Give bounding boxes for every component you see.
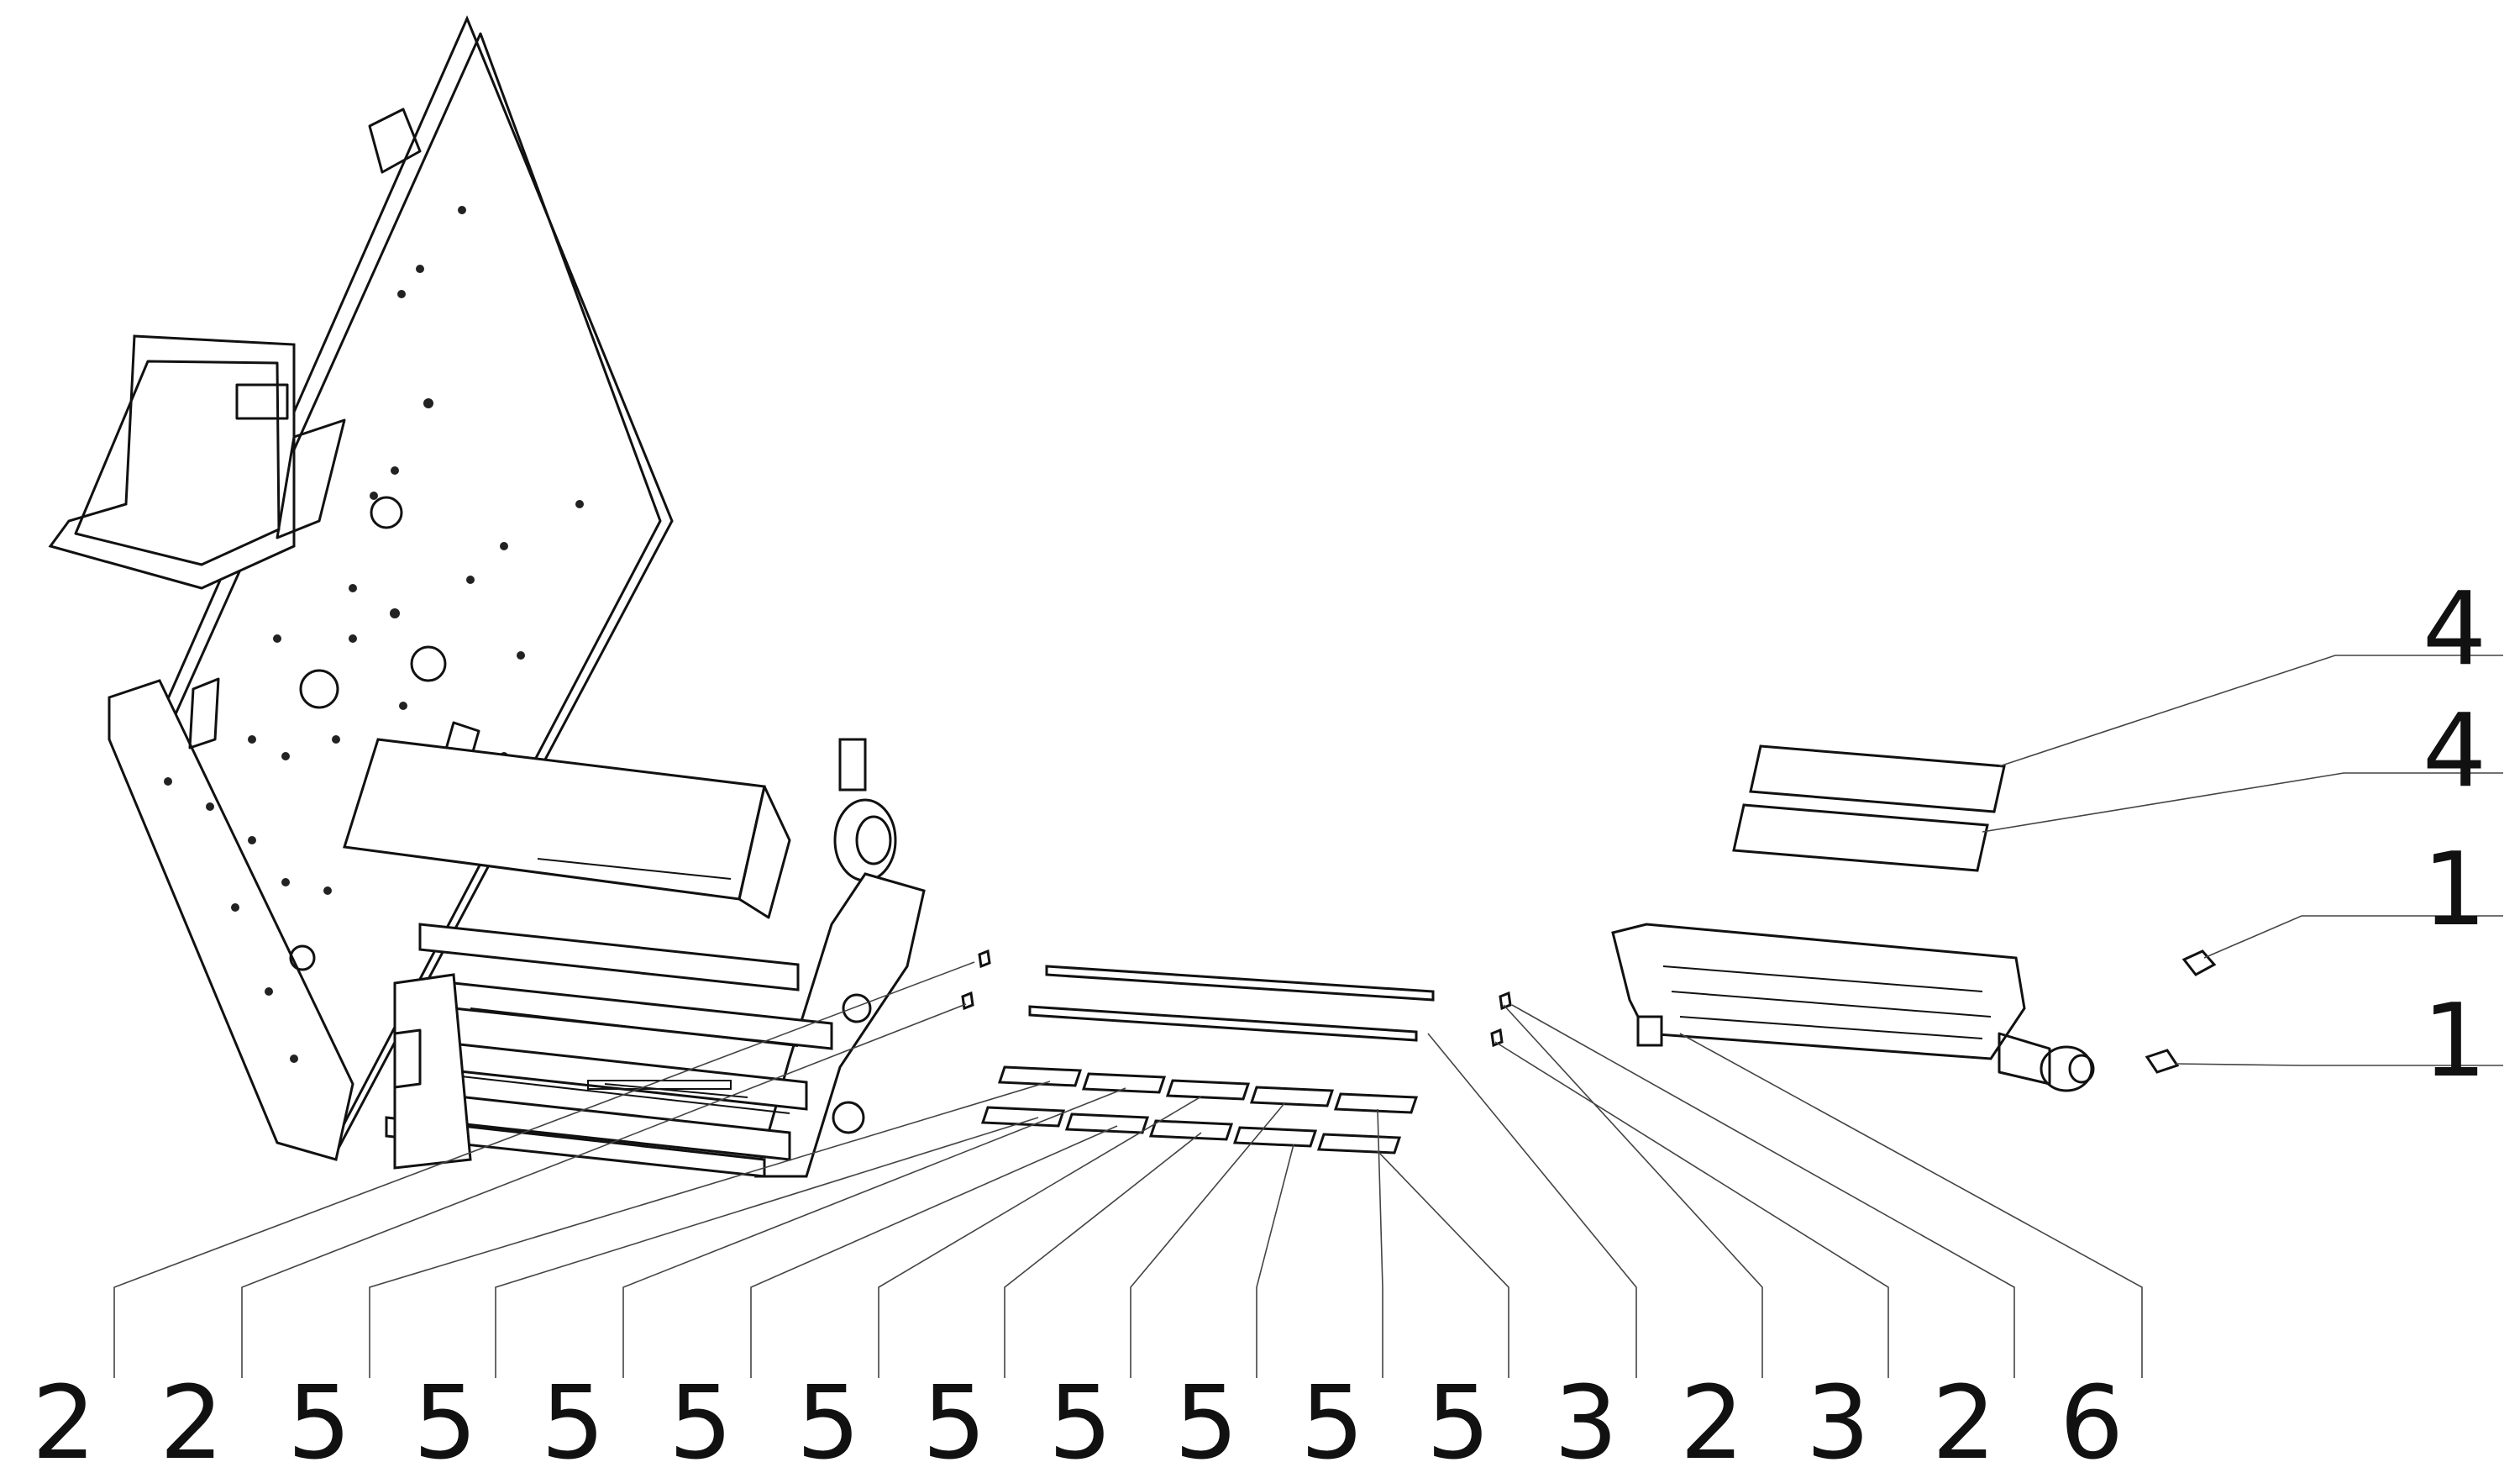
callout-bottom-17: 6: [2060, 1365, 2124, 1478]
long-shafts: [1028, 965, 1435, 1042]
callout-bottom-14: 2: [1680, 1365, 1744, 1478]
callout-right-2: 4: [2423, 693, 2486, 810]
bushing-blocks: [980, 1065, 1419, 1155]
callout-right-4: 1: [2423, 983, 2486, 1100]
guide-rail-assembly: [1611, 923, 2095, 1092]
right-callouts: 4 4 1 1: [2423, 571, 2486, 1100]
callout-bottom-3: 5: [287, 1365, 351, 1478]
callout-bottom-12: 5: [1426, 1365, 1490, 1478]
leader-lines: [113, 655, 2503, 1378]
bottom-callouts: 2 2 5 5 5 5 5 5 5 5 5 5 3 2 3 2 6: [32, 1365, 2124, 1478]
callout-bottom-15: 3: [1806, 1365, 1870, 1478]
callout-bottom-1: 2: [32, 1365, 96, 1478]
callout-bottom-10: 5: [1174, 1365, 1238, 1478]
callout-right-1: 4: [2423, 571, 2486, 688]
end-clips: [2145, 949, 2217, 1074]
small-screws-right: [1490, 991, 1512, 1048]
callout-bottom-9: 5: [1048, 1365, 1112, 1478]
callout-bottom-8: 5: [922, 1365, 986, 1478]
plates: [1732, 744, 2006, 872]
main-side-frame: [48, 15, 674, 1161]
small-screws-left: [961, 949, 991, 1011]
callout-bottom-2: 2: [160, 1365, 223, 1478]
roller-module: [343, 738, 926, 1178]
callout-bottom-7: 5: [796, 1365, 860, 1478]
callout-right-3: 1: [2423, 832, 2486, 949]
callout-bottom-5: 5: [541, 1365, 605, 1478]
callout-bottom-16: 2: [1932, 1365, 1996, 1478]
callout-bottom-4: 5: [413, 1365, 477, 1478]
callout-bottom-6: 5: [669, 1365, 732, 1478]
callout-bottom-13: 3: [1554, 1365, 1618, 1478]
callout-bottom-11: 5: [1300, 1365, 1364, 1478]
